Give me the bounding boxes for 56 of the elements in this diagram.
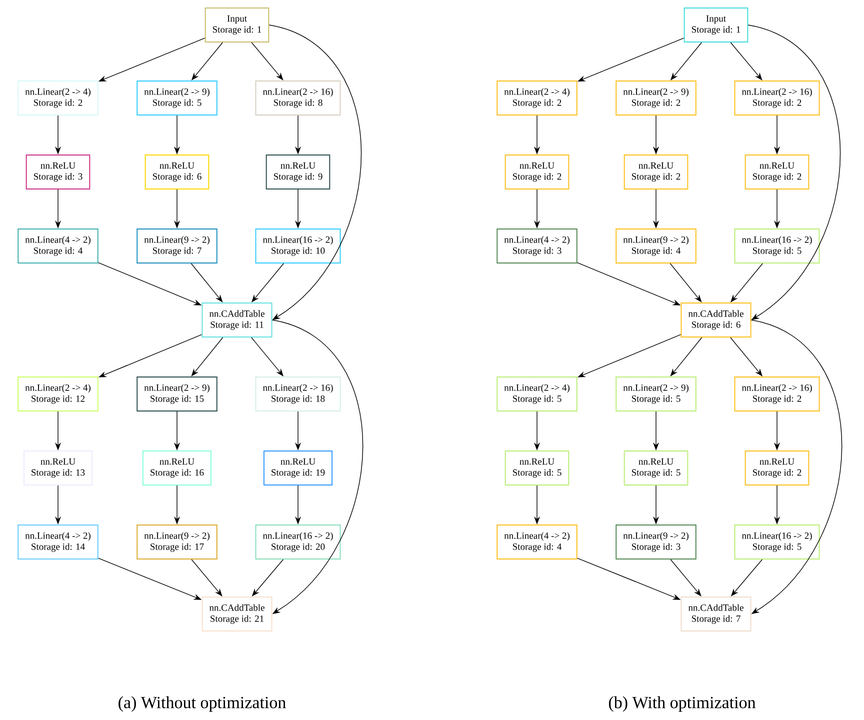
layer-box: nn.ReLU Storage id: 3 [26,154,90,190]
layer-box: nn.CAddTable Storage id: 6 [680,302,752,338]
layer-box: nn.Linear(9 -> 2) Storage id: 3 [616,524,696,560]
arrow [191,559,222,596]
layer-box: nn.Linear(2 -> 4) Storage id: 5 [496,376,578,412]
layer-box: nn.Linear(2 -> 4) Storage id: 12 [18,376,98,412]
layer-box: nn.ReLU Storage id: 2 [744,450,810,486]
arrow [191,337,224,376]
layer-box: nn.Linear(4 -> 2) Storage id: 4 [18,228,98,264]
arrow [670,337,702,376]
layer-box: nn.Linear(2 -> 9) Storage id: 15 [136,376,218,412]
arrow [730,42,762,80]
layer-box: nn.Linear(9 -> 2) Storage id: 17 [136,524,218,560]
layer-box: nn.Linear(2 -> 16) Storage id: 18 [255,376,341,412]
layer-box: nn.Linear(9 -> 2) Storage id: 7 [136,228,218,264]
layer-box: nn.Linear(4 -> 2) Storage id: 3 [496,228,578,264]
layer-box: nn.Linear(4 -> 2) Storage id: 14 [18,524,98,560]
caption: (a) Without optimization [118,696,286,712]
layer-box: nn.Linear(2 -> 4) Storage id: 2 [496,80,578,116]
layer-box: Input Storage id: 1 [204,8,270,42]
layer-box: nn.CAddTable Storage id: 7 [680,596,752,632]
layer-box: nn.Linear(9 -> 2) Storage id: 4 [616,228,696,264]
layer-box: nn.ReLU Storage id: 6 [144,154,210,190]
layer-box: nn.Linear(2 -> 9) Storage id: 5 [136,80,218,116]
arrow [251,42,284,80]
layer-box: nn.Linear(2 -> 4) Storage id: 2 [18,80,98,116]
arrow [670,263,702,302]
layer-box: nn.Linear(16 -> 2) Storage id: 10 [255,228,341,264]
layer-box: nn.Linear(2 -> 16) Storage id: 8 [255,80,341,116]
layer-box: nn.ReLU Storage id: 13 [23,450,93,486]
layer-box: nn.ReLU Storage id: 2 [624,154,688,190]
arrow [268,24,362,320]
layer-box: nn.ReLU Storage id: 2 [744,154,810,190]
layer-box: nn.Linear(2 -> 16) Storage id: 2 [734,80,820,116]
layer-box: Input Storage id: 1 [684,8,748,42]
layer-box: nn.CAddTable Storage id: 21 [202,596,272,632]
arrow [748,24,841,320]
layer-box: nn.ReLU Storage id: 5 [504,450,570,486]
arrow [750,320,842,614]
layer-box: nn.CAddTable Storage id: 11 [202,302,272,338]
layer-box: nn.Linear(4 -> 2) Storage id: 4 [496,524,578,560]
layer-box: nn.ReLU Storage id: 2 [504,154,570,190]
layer-box: nn.Linear(2 -> 16) Storage id: 2 [734,376,820,412]
caption: (b) With optimization [608,696,756,712]
layer-box: nn.ReLU Storage id: 5 [624,450,688,486]
arrow [670,559,702,596]
layer-box: nn.Linear(2 -> 9) Storage id: 5 [616,376,696,412]
layer-box: nn.ReLU Storage id: 19 [263,450,333,486]
layer-box: nn.Linear(16 -> 2) Storage id: 20 [255,524,341,560]
layer-box: nn.Linear(16 -> 2) Storage id: 5 [734,524,820,560]
arrow [272,320,364,614]
layer-box: nn.ReLU Storage id: 16 [142,450,212,486]
arrow [190,263,223,302]
layer-box: nn.ReLU Storage id: 9 [266,154,330,190]
layer-box: nn.Linear(2 -> 9) Storage id: 2 [616,80,696,116]
layer-box: nn.Linear(16 -> 2) Storage id: 5 [734,228,820,264]
